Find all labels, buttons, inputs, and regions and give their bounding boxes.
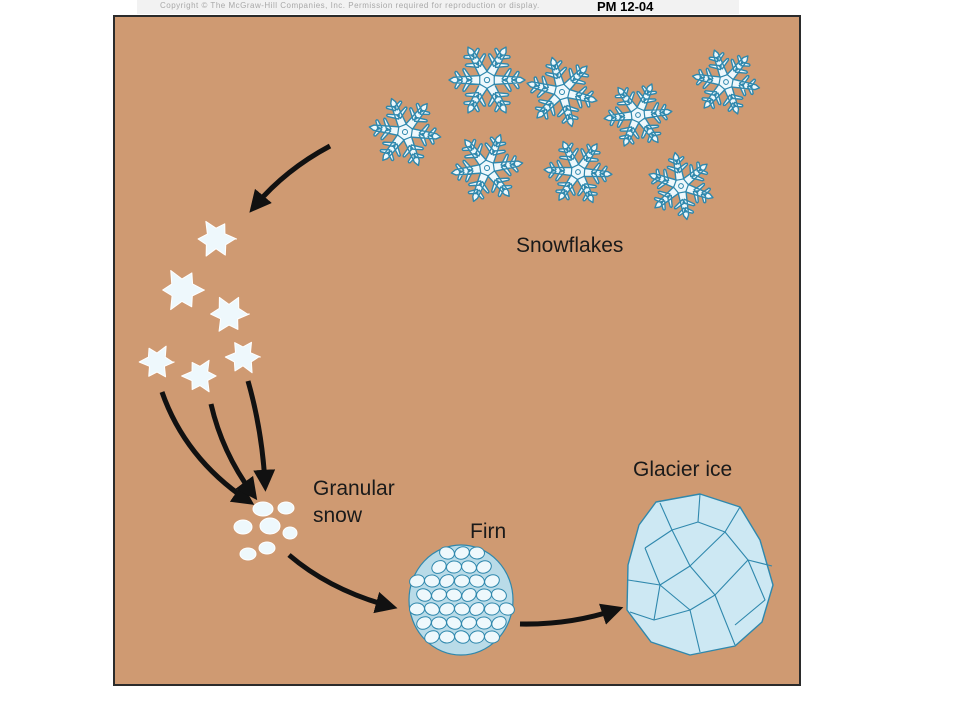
label-snowflakes: Snowflakes (516, 234, 623, 257)
degraded-snowflake (224, 341, 261, 374)
firn-grain (431, 616, 447, 630)
label-glacier-ice: Glacier ice (633, 458, 732, 481)
degraded-snowflake (197, 220, 238, 257)
firn-grain (439, 602, 455, 616)
granular-grain (233, 519, 253, 535)
arrow-degraded-to-granular-1 (159, 391, 255, 505)
slide-code: PM 12-04 (597, 0, 654, 14)
firn-grain (439, 574, 455, 588)
label-firn: Firn (470, 520, 506, 543)
snowflake (691, 49, 761, 115)
arrow-granular-to-firn (287, 553, 398, 614)
header-strip (137, 0, 739, 14)
firn-grain (431, 560, 447, 574)
firn-grain (424, 602, 440, 616)
glacier-ice-mass (626, 493, 774, 656)
snowflake (368, 97, 442, 167)
firn-grain (416, 588, 432, 602)
snowflake (448, 46, 526, 114)
label-granular-line2: snow (313, 504, 363, 527)
firn-grain (461, 588, 477, 602)
firn-grain (469, 602, 485, 616)
firn-grain (461, 560, 477, 574)
degraded-snowflake (138, 345, 175, 378)
firn-grain (416, 616, 432, 630)
arrow-degraded-to-granular-3 (245, 380, 276, 492)
copyright-note: Copyright © The McGraw-Hill Companies, I… (160, 1, 540, 10)
firn-grain (454, 630, 470, 644)
degraded-flake-group (138, 220, 261, 393)
firn-grain (446, 616, 462, 630)
firn-grain (461, 616, 477, 630)
firn-grain (409, 574, 425, 588)
degraded-snowflake (210, 296, 250, 332)
firn-grain (439, 630, 455, 644)
granular-snow-grains (233, 501, 298, 561)
degraded-snowflake (181, 359, 217, 393)
firn-grain (439, 546, 455, 560)
ice-crystal-boundary (734, 559, 766, 626)
snowflake (603, 83, 673, 147)
label-granular-line1: Granular (313, 477, 395, 500)
snowflake (450, 133, 524, 203)
firn-grain (484, 630, 500, 644)
firn-grain (469, 574, 485, 588)
firn-grain (484, 574, 500, 588)
ice-crystal-boundary (653, 609, 701, 653)
firn-mass (408, 544, 515, 656)
process-arrows (159, 143, 624, 627)
granular-grain (259, 517, 281, 535)
degraded-snowflake (162, 270, 205, 311)
firn-grain (409, 602, 425, 616)
arrow-firn-to-glacier (519, 603, 624, 627)
snowflake-group (368, 46, 761, 221)
firn-grain (431, 588, 447, 602)
firn-grain (476, 560, 492, 574)
granular-grain (258, 541, 276, 555)
arrow-snowflakes-to-degraded (249, 143, 332, 213)
firn-grain (491, 588, 507, 602)
firn-grain (469, 546, 485, 560)
granular-grain (252, 501, 274, 517)
snowflake (526, 56, 598, 128)
snowflake (648, 151, 714, 221)
ice-crystal-boundary (714, 594, 736, 646)
firn-grain (454, 546, 470, 560)
granular-grain (239, 547, 257, 561)
firn-grain (469, 630, 485, 644)
firn-grain (424, 630, 440, 644)
firn-grain (491, 616, 507, 630)
arrow-degraded-to-granular-2 (208, 403, 258, 501)
ice-crystal-boundary (627, 579, 661, 621)
granular-grain (282, 526, 298, 540)
granular-grain (277, 501, 295, 515)
firn-grain (499, 602, 515, 616)
snowflake (543, 140, 613, 204)
